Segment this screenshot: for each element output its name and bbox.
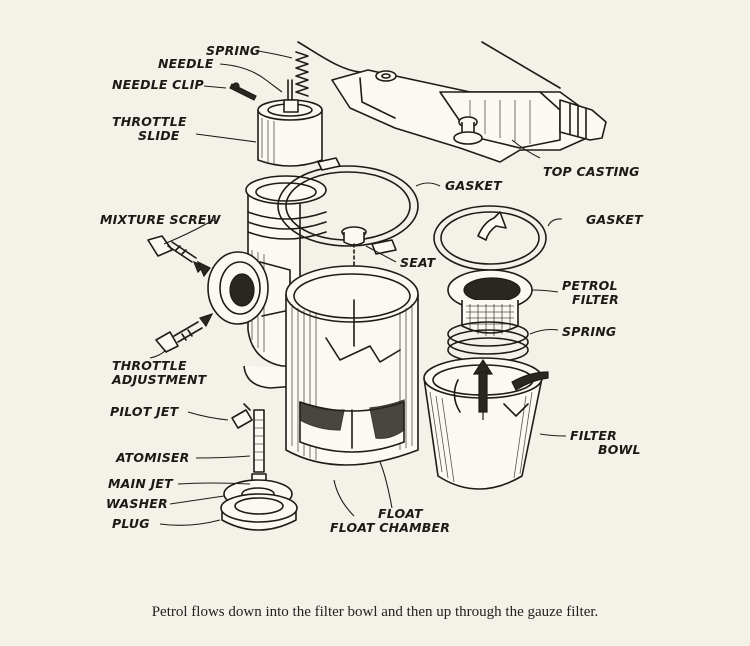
label-filter-bowl-1: FILTER <box>570 428 617 443</box>
carburettor-body-illustration <box>147 175 327 389</box>
label-throttle-adjustment-2: ADJUSTMENT <box>111 372 208 387</box>
petrol-filter-illustration <box>447 269 533 336</box>
label-filter-bowl-2: BOWL <box>598 442 641 457</box>
label-atomiser: ATOMISER <box>115 450 190 465</box>
label-needle-clip: NEEDLE CLIP <box>112 77 204 92</box>
label-main-jet: MAIN JET <box>108 476 174 491</box>
label-petrol-filter-1: PETROL <box>562 278 618 293</box>
label-pilot-jet: PILOT JET <box>110 404 180 419</box>
labels: SPRING NEEDLE NEEDLE CLIP THROTTLE SLIDE… <box>100 43 644 535</box>
figure-caption: Petrol flows down into the filter bowl a… <box>151 604 599 620</box>
label-seat: SEAT <box>400 255 437 270</box>
filter-spring-illustration <box>447 321 529 363</box>
label-washer: WASHER <box>106 496 168 511</box>
gasket-2-illustration <box>433 205 547 271</box>
leader-lines <box>149 50 567 526</box>
label-needle: NEEDLE <box>158 56 214 71</box>
top-casting-illustration <box>297 41 607 163</box>
label-gasket-1: GASKET <box>445 178 503 193</box>
label-top-casting: TOP CASTING <box>543 164 640 179</box>
label-plug: PLUG <box>112 516 150 531</box>
label-throttle-slide-2: SLIDE <box>138 128 180 143</box>
float-chamber-illustration <box>285 265 419 466</box>
label-gasket-2: GASKET <box>586 212 644 227</box>
label-mixture-screw: MIXTURE SCREW <box>100 212 222 227</box>
label-spring-top: SPRING <box>206 43 260 58</box>
jets-plug-illustration <box>220 403 298 531</box>
seat-illustration <box>341 226 367 277</box>
spring-needle-slide-illustration <box>229 51 323 167</box>
label-float: FLOAT <box>378 506 424 521</box>
filter-bowl-illustration <box>423 357 549 490</box>
label-spring-filter: SPRING <box>562 324 616 339</box>
carburettor-exploded-diagram: SPRING NEEDLE NEEDLE CLIP THROTTLE SLIDE… <box>100 41 644 535</box>
label-float-chamber: FLOAT CHAMBER <box>330 520 450 535</box>
label-throttle-slide-1: THROTTLE <box>112 114 187 129</box>
label-petrol-filter-2: FILTER <box>572 292 619 307</box>
label-throttle-adjustment-1: THROTTLE <box>112 358 187 373</box>
